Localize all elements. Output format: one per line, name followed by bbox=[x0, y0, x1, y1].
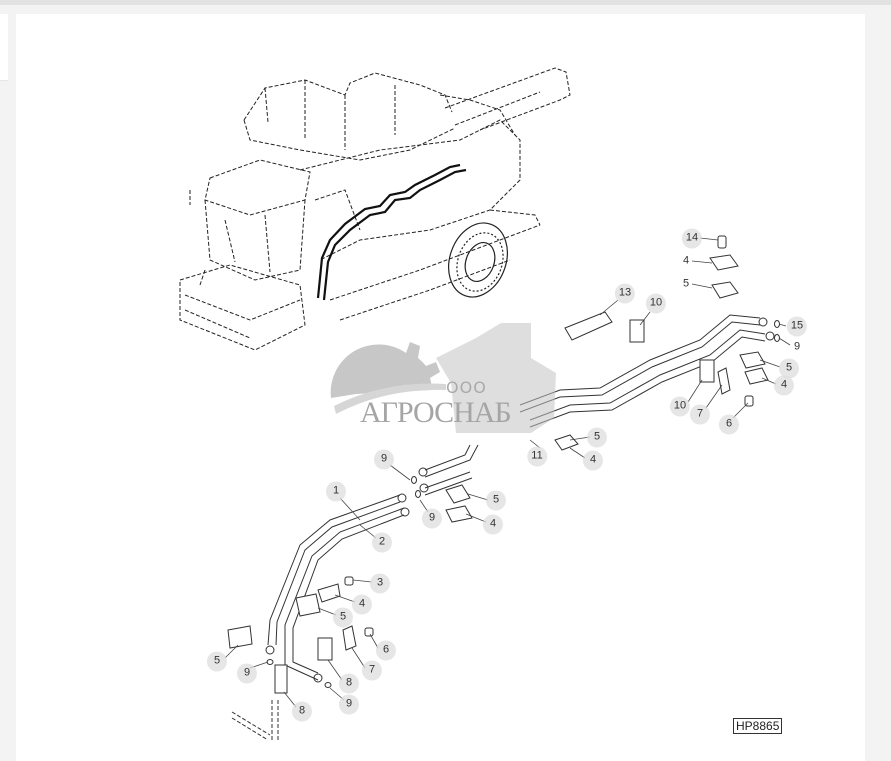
callout-number: 4 bbox=[780, 378, 788, 391]
upper-pipe-assembly bbox=[519, 314, 780, 428]
combine-harvester-outline bbox=[179, 67, 571, 351]
part-callout-8: 8 bbox=[339, 673, 359, 693]
part-callout-9: 9 bbox=[422, 508, 442, 528]
part-callout-4: 4 bbox=[583, 450, 603, 470]
part-callout-8: 8 bbox=[292, 701, 312, 721]
callout-number: 9 bbox=[793, 340, 801, 353]
watermark-logo: ООО АГРОСНАБ bbox=[326, 318, 576, 448]
part-callout-1: 1 bbox=[326, 481, 346, 501]
callout-number: 5 bbox=[785, 361, 793, 374]
part-callout-6: 6 bbox=[719, 414, 739, 434]
callout-number: 6 bbox=[382, 643, 390, 656]
part-callout-4: 4 bbox=[774, 375, 794, 395]
rear-wheel-drawing bbox=[448, 222, 508, 298]
lower-clamps-and-plates bbox=[227, 484, 473, 694]
part-callout-4: 4 bbox=[352, 594, 372, 614]
callout-number: 5 bbox=[339, 610, 347, 623]
part-callout-2: 2 bbox=[372, 532, 392, 552]
part-callout-6: 6 bbox=[376, 640, 396, 660]
part-callout-15: 15 bbox=[787, 316, 807, 336]
highlighted-pipe-route bbox=[316, 163, 467, 301]
lower-pipe-assembly bbox=[231, 444, 479, 741]
upper-clamps-and-plates bbox=[554, 235, 769, 451]
part-callout-11: 11 bbox=[526, 446, 547, 466]
part-callout-5: 5 bbox=[486, 490, 506, 510]
callout-number: 8 bbox=[298, 704, 306, 717]
callout-number: 4 bbox=[589, 453, 597, 466]
callout-number: 7 bbox=[696, 407, 704, 420]
left-side-panel bbox=[0, 14, 8, 81]
callout-number: 4 bbox=[489, 517, 497, 530]
watermark-prefix: ООО bbox=[446, 378, 487, 397]
part-callout-13: 13 bbox=[615, 283, 635, 303]
part-callout-5: 5 bbox=[779, 358, 799, 378]
callout-number: 13 bbox=[618, 286, 632, 299]
part-callout-14: 14 bbox=[682, 228, 702, 248]
callout-number: 5 bbox=[593, 430, 601, 443]
callout-number: 10 bbox=[673, 399, 687, 412]
part-callout-10: 10 bbox=[670, 396, 690, 416]
part-callout-9: 9 bbox=[237, 663, 257, 683]
callout-number: 5 bbox=[492, 493, 500, 506]
part-callout-10: 10 bbox=[646, 293, 666, 313]
callout-leader-lines bbox=[224, 237, 791, 708]
watermark-company-name: АГРОСНАБ bbox=[360, 396, 512, 429]
part-callout-9: 9 bbox=[339, 694, 359, 714]
callout-number: 9 bbox=[428, 511, 436, 524]
part-callout-4: 4 bbox=[483, 514, 503, 534]
top-bar bbox=[0, 0, 891, 5]
part-callout-7: 7 bbox=[690, 404, 710, 424]
part-callout-5: 5 bbox=[333, 607, 353, 627]
callout-number: 10 bbox=[649, 296, 663, 309]
part-callout-5: 5 bbox=[207, 651, 227, 671]
callout-number: 5 bbox=[682, 277, 690, 290]
part-callout-7: 7 bbox=[362, 660, 382, 680]
callout-number: 3 bbox=[376, 576, 384, 589]
callout-number: 7 bbox=[368, 663, 376, 676]
callout-number: 11 bbox=[531, 449, 543, 462]
figure-id-label: HP8865 bbox=[733, 718, 783, 734]
part-callout-4: 4 bbox=[682, 254, 690, 267]
callout-number: 14 bbox=[685, 231, 699, 244]
part-callout-9: 9 bbox=[374, 449, 394, 469]
callout-number: 2 bbox=[378, 535, 386, 548]
part-callout-5: 5 bbox=[587, 427, 607, 447]
callout-number: 4 bbox=[682, 254, 690, 267]
callout-number: 9 bbox=[243, 666, 251, 679]
callout-number: 4 bbox=[358, 597, 366, 610]
callout-number: 8 bbox=[345, 676, 353, 689]
callout-number: 15 bbox=[790, 319, 804, 332]
callout-number: 9 bbox=[380, 452, 388, 465]
part-callout-9: 9 bbox=[793, 340, 801, 353]
callout-number: 1 bbox=[332, 484, 340, 497]
callout-number: 6 bbox=[725, 417, 733, 430]
callout-number: 9 bbox=[345, 697, 353, 710]
gear-combine-emblem-icon bbox=[330, 323, 556, 433]
part-callout-3: 3 bbox=[370, 573, 390, 593]
part-callout-5: 5 bbox=[682, 277, 690, 290]
callout-number: 5 bbox=[213, 654, 221, 667]
